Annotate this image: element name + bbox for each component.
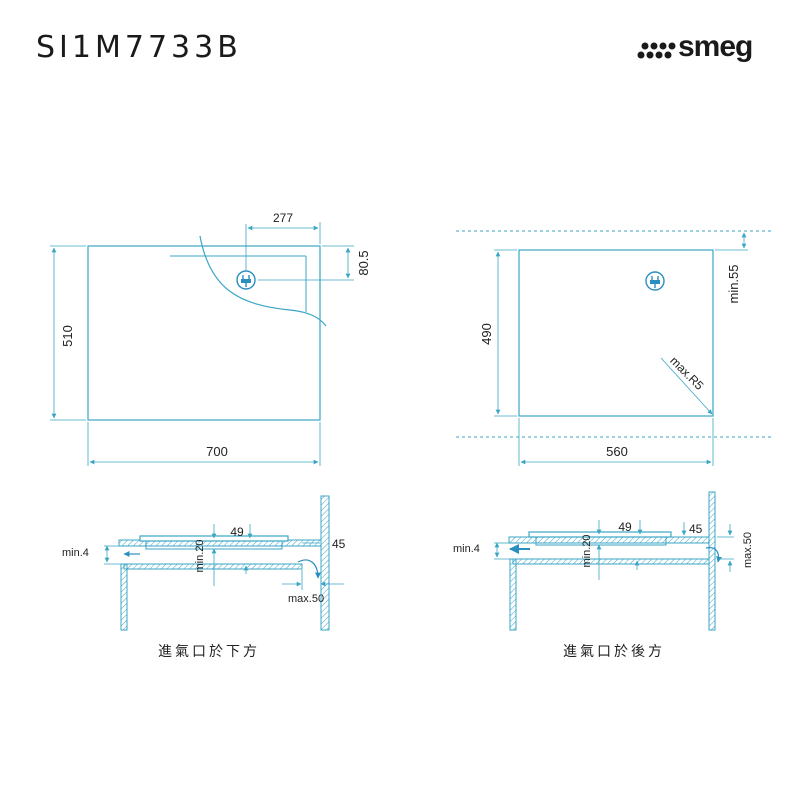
dim-49-right: 49 xyxy=(618,520,632,534)
brand-logo: smeg xyxy=(636,28,772,68)
dim-depth-left: 510 xyxy=(60,325,75,347)
dim-max50-left: max.50 xyxy=(288,593,324,605)
air-inlet-arrow xyxy=(297,559,321,579)
cable-area-curve xyxy=(199,235,327,327)
dim-width-right: 560 xyxy=(606,444,628,459)
dim-plug-y: 80.5 xyxy=(356,250,371,275)
dim-min4-left: min.4 xyxy=(62,547,89,559)
dim-max50-right: max.50 xyxy=(742,532,754,568)
power-plug-icon xyxy=(645,271,665,291)
caption-air-below: 進氣口於下方 xyxy=(158,644,260,660)
side-panel xyxy=(509,558,517,631)
section-air-rear: min.4 49 min.20 45 max.50 xyxy=(453,491,754,631)
dim-plug-x: 277 xyxy=(273,211,293,225)
dim-49-left: 49 xyxy=(230,525,244,539)
dim-min4-right: min.4 xyxy=(453,543,480,555)
side-panel xyxy=(120,563,128,631)
hob-glass xyxy=(528,531,672,538)
section-air-below: min.4 49 min.20 45 max.50 xyxy=(62,495,346,631)
dim-45-left: 45 xyxy=(332,537,346,551)
worktop xyxy=(508,536,710,544)
air-inlet-arrow xyxy=(705,547,722,563)
model-number: SI1M7733B xyxy=(36,30,242,65)
shelf xyxy=(512,558,710,565)
dim-min20-left: min.20 xyxy=(194,539,206,572)
rear-wall xyxy=(320,495,330,631)
shelf xyxy=(123,563,303,570)
caption-air-rear: 進氣口於後方 xyxy=(563,644,665,660)
dim-width-left: 700 xyxy=(206,444,228,459)
cutout-top-view: max.R5 min.55 490 560 xyxy=(456,230,772,466)
dim-depth-right: 490 xyxy=(479,323,494,345)
dim-min20-right: min.20 xyxy=(581,534,593,567)
brand-logo-dots-icon xyxy=(637,42,676,59)
hob-top-view: 277 80.5 510 700 xyxy=(50,211,371,466)
power-plug-icon xyxy=(236,270,256,290)
rear-wall xyxy=(708,491,716,631)
brand-name: smeg xyxy=(678,30,753,63)
cutout-outline xyxy=(518,249,714,417)
dim-45-right: 45 xyxy=(689,522,703,536)
dim-min-front: min.55 xyxy=(726,264,741,303)
hob-outline xyxy=(87,245,321,421)
